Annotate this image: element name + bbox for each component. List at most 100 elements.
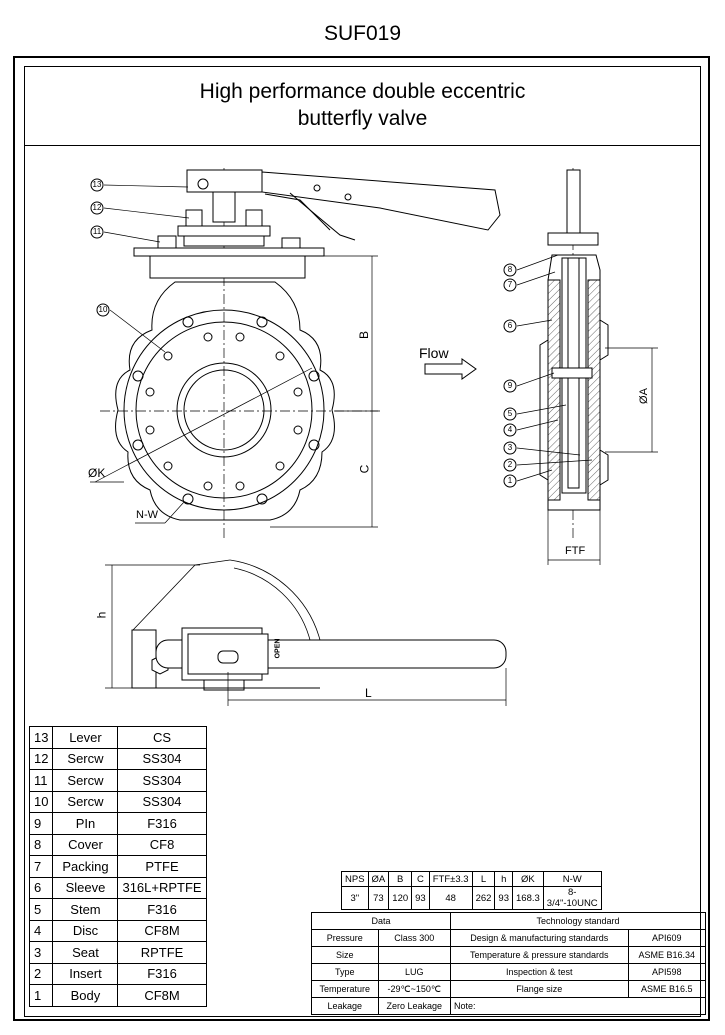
callout-12: 12 bbox=[92, 203, 102, 212]
title-line-1: High performance double eccentric bbox=[199, 80, 526, 103]
part-material: CF8M bbox=[117, 984, 207, 1007]
title-line-2: butterfly valve bbox=[297, 107, 428, 130]
spec-std-label: Design & manufacturing standards bbox=[450, 929, 629, 947]
spec-value: LUG bbox=[377, 963, 452, 981]
dim-value: 8- 3/4"-10UNC bbox=[542, 886, 602, 910]
dim-value: 93 bbox=[411, 886, 430, 910]
top-view bbox=[105, 559, 507, 706]
spec-label: Temperature bbox=[311, 980, 379, 998]
table-row: Size Temperature & pressure standards AS… bbox=[311, 946, 707, 964]
dimensions-header-row: NPS ØA B C FTF±3.3 L h ØK N-W bbox=[341, 871, 602, 887]
spec-value: Zero Leakage bbox=[377, 997, 452, 1015]
dim-c-label: C bbox=[357, 464, 372, 474]
part-name: Sercw bbox=[52, 769, 119, 792]
dimensions-table: NPS ØA B C FTF±3.3 L h ØK N-W 3" 73 120 … bbox=[341, 871, 602, 910]
part-material: CF8M bbox=[117, 919, 207, 942]
callout-13: 13 bbox=[92, 180, 102, 189]
part-no: 4 bbox=[28, 919, 54, 942]
part-name: Body bbox=[52, 984, 119, 1007]
table-row: Temperature -29℃~150℃ Flange size ASME B… bbox=[311, 980, 707, 998]
part-no: 11 bbox=[28, 769, 54, 792]
dim-value: 48 bbox=[428, 886, 473, 910]
spec-std-label: Temperature & pressure standards bbox=[450, 946, 629, 964]
spec-note: Note: bbox=[450, 997, 706, 1015]
dim-phia-label: ØA bbox=[637, 388, 650, 404]
dim-phik-label: ØK bbox=[88, 466, 106, 480]
dim-header: FTF±3.3 bbox=[428, 871, 473, 887]
spec-std-value: API609 bbox=[627, 929, 707, 947]
bolt-holes bbox=[132, 316, 320, 505]
spec-std-value: ASME B16.5 bbox=[627, 980, 707, 998]
spec-std-label: Flange size bbox=[450, 980, 629, 998]
spec-header-row: Data Technology standard bbox=[311, 912, 706, 930]
dim-value: 168.3 bbox=[512, 886, 544, 910]
dim-header: h bbox=[494, 871, 513, 887]
flow-label: Flow bbox=[419, 345, 449, 361]
part-material: CS bbox=[117, 726, 207, 749]
dim-value: 120 bbox=[388, 886, 413, 910]
part-no: 13 bbox=[28, 726, 54, 749]
part-material: SS304 bbox=[117, 790, 207, 813]
section-view bbox=[424, 168, 658, 565]
part-material: PTFE bbox=[117, 855, 207, 878]
front-view bbox=[90, 168, 501, 540]
spec-label: Type bbox=[311, 963, 379, 981]
part-material: F316 bbox=[117, 898, 207, 921]
dimensions-value-row: 3" 73 120 93 48 262 93 168.3 8- 3/4"-10U… bbox=[341, 886, 602, 910]
document-code: SUF019 bbox=[323, 22, 402, 45]
part-name: Packing bbox=[52, 855, 119, 878]
dim-value: 262 bbox=[471, 886, 496, 910]
dim-value: 3" bbox=[341, 886, 369, 910]
dim-header: L bbox=[471, 871, 496, 887]
dim-header: ØK bbox=[512, 871, 544, 887]
callout-11: 11 bbox=[92, 227, 102, 236]
callout-10: 10 bbox=[98, 305, 108, 314]
lever-top bbox=[186, 169, 501, 241]
part-material: RPTFE bbox=[117, 941, 207, 964]
table-row: Type LUG Inspection & test API598 bbox=[311, 963, 707, 981]
part-no: 12 bbox=[28, 747, 54, 770]
part-no: 3 bbox=[28, 941, 54, 964]
part-material: F316 bbox=[117, 812, 207, 835]
spec-tech-header: Technology standard bbox=[450, 912, 706, 930]
part-no: 9 bbox=[28, 812, 54, 835]
part-material: 316L+RPTFE bbox=[117, 876, 207, 899]
inner-frame bbox=[24, 66, 701, 1017]
outer-frame bbox=[13, 56, 710, 1021]
callout-8: 8 bbox=[507, 265, 513, 274]
callout-2: 2 bbox=[507, 460, 513, 469]
part-material: F316 bbox=[117, 962, 207, 985]
title-box: High performance double eccentric butter… bbox=[24, 66, 701, 146]
dim-h-label: h bbox=[94, 611, 109, 619]
part-material: CF8 bbox=[117, 833, 207, 856]
part-material: SS304 bbox=[117, 769, 207, 792]
part-no: 1 bbox=[28, 984, 54, 1007]
open-mark: OPEN bbox=[274, 638, 282, 659]
part-no: 6 bbox=[28, 876, 54, 899]
part-no: 5 bbox=[28, 898, 54, 921]
part-name: Sercw bbox=[52, 790, 119, 813]
dim-header: N-W bbox=[542, 871, 602, 887]
callout-1: 1 bbox=[507, 476, 513, 485]
spec-data-header: Data bbox=[311, 912, 451, 930]
spec-table: Data Technology standard Pressure Class … bbox=[311, 912, 707, 1015]
part-name: Lever bbox=[52, 726, 119, 749]
callout-7: 7 bbox=[507, 280, 513, 289]
part-material: SS304 bbox=[117, 747, 207, 770]
dim-header: ØA bbox=[367, 871, 390, 887]
dim-value: 73 bbox=[367, 886, 390, 910]
spec-std-value: ASME B16.34 bbox=[627, 946, 707, 964]
callout-6: 6 bbox=[507, 321, 513, 330]
